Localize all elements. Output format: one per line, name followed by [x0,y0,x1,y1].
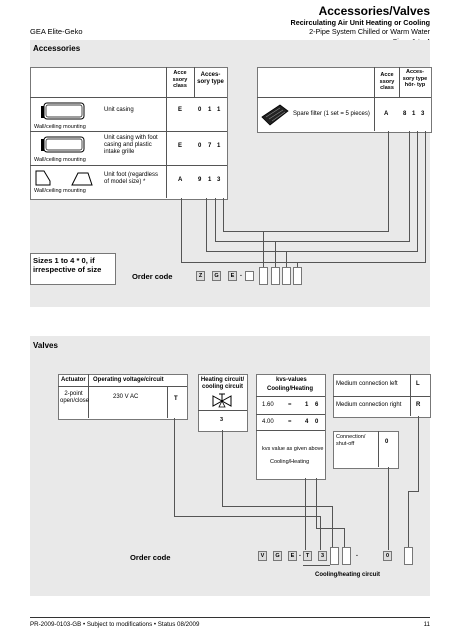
kvs-row1-value: 1.60 [262,402,274,408]
shutoff-table [333,431,399,469]
order-code-z: Z [196,271,205,281]
row2-d3: 1 [217,143,221,149]
row2-d2: 7 [208,143,212,149]
valves-code-3: 3 [318,551,327,561]
brand-name: GEA Elite-Geko [30,27,83,36]
row3-d1: 9 [198,177,202,183]
casing-icon [34,100,94,127]
actuator-code: T [174,396,178,402]
order-code-slot-4 [282,267,291,285]
actuator-header: Actuator [61,377,86,383]
valves-section-title: Valves [33,341,58,350]
voltage-header: Operating voltage/circuit [93,377,164,383]
valve-symbol-icon [211,392,233,413]
col-header-class: Acce ssory class [172,70,188,89]
filter-name: Spare filter (1 set = 5 pieces) [293,111,370,117]
valves-code-slot-1 [330,547,339,565]
row1-d2: 1 [208,107,212,113]
order-code-slot-1 [245,271,254,281]
kvs-subheader: Cooling/Heating [267,386,313,392]
row3-caption: Wall/ceiling mounting [34,188,86,194]
page-number: 11 [423,621,430,628]
valves-code-slot-3 [404,547,413,565]
valves-code-dot-2: . [356,551,358,558]
filter-d3: 3 [421,111,425,117]
shutoff-code: 0 [385,439,389,445]
actuator-value: 2-point open/close [60,391,90,404]
subtitle-line-2: 2-Pipe System Chilled or Warm Water [309,27,430,37]
accessories-table-right [257,67,432,133]
row2-name: Unit casing with foot casing and plastic… [104,135,158,155]
conn-left-code: L [416,381,420,387]
kvs-row1-d1: 1 [305,402,309,408]
row3-class: A [178,177,183,183]
shutoff-label: Connection/ shut-off [336,434,366,447]
valves-code-e: E [288,551,297,561]
spare-filter-icon [260,103,290,132]
filter-class: A [384,111,389,117]
order-code-slot-5 [293,267,302,285]
order-code-g: G [212,271,221,281]
circuit-code: 3 [220,417,224,423]
row1-name: Unit casing [104,107,134,113]
unit-foot-icon [32,167,96,192]
sizes-note-box [30,253,116,285]
order-code-slot-3 [271,267,280,285]
row2-class: E [178,143,183,149]
row1-d1: 0 [198,107,202,113]
order-code-dot: . [240,271,242,278]
footer-text: PR-2009-0103-GB • Subject to modificatio… [30,621,200,628]
order-code-slot-2 [259,267,268,285]
conn-right-label: Medium connection right [336,402,402,408]
kvs-note-1: kvs value as given above [262,446,324,452]
valves-code-t: T [303,551,312,561]
conn-right-code: R [416,402,421,408]
valves-code-slot-2 [342,547,351,565]
row3-d3: 3 [217,177,221,183]
kvs-row1-eq: = [288,402,292,408]
kvs-row2-value: 4.00 [262,419,274,425]
row2-d1: 0 [198,143,202,149]
kvs-note-2: Cooling/Heating [270,459,310,465]
filter-d2: 1 [412,111,416,117]
col-header-type-right: Acces- sory type hör- typ [402,69,428,88]
subtitle-line-1: Recirculating Air Unit Heating or Coolin… [290,18,431,27]
valves-code-g: G [273,551,282,561]
sizes-note: Sizes 1 to 4 * 0, if irrespective of siz… [33,256,102,274]
casing-foot-icon [34,135,94,160]
col-header-type: Acces- sory type [197,72,224,85]
kvs-header: kvs-values [276,377,307,383]
kvs-row2-eq: = [288,419,292,425]
valves-code-v: V [258,551,267,561]
actuator-table [58,374,188,420]
kvs-row2-d1: 4 [305,419,309,425]
kvs-table [256,374,326,480]
accessories-table-left [30,67,228,200]
row1-caption: Wall/ceiling mounting [34,124,86,130]
valves-order-caption: Cooling/heating circuit [315,572,381,578]
voltage-value: 230 V AC [113,394,139,400]
valves-order-code-label: Order code [130,553,171,562]
page-title: Accessories/Valves [318,4,430,18]
valves-code-dot-1: . [299,551,301,558]
row2-caption: Wall/ceiling mounting [34,157,86,163]
order-code-label: Order code [132,272,173,281]
conn-left-label: Medium connection left [336,381,398,387]
row1-d3: 1 [217,107,221,113]
kvs-row1-d2: 6 [315,402,319,408]
filter-d1: 8 [403,111,407,117]
valves-code-0: 0 [383,551,392,561]
circuit-header: Heating circuit/ cooling circuit [200,377,245,390]
col-header-class-right: Acce ssory class [379,72,395,91]
row3-d2: 1 [208,177,212,183]
accessories-section-title: Accessories [33,44,81,53]
row3-name: Unit foot (regardless of model size) * [104,172,159,185]
row1-class: E [178,107,183,113]
kvs-row2-d2: 0 [315,419,319,425]
order-code-e: E [228,271,237,281]
